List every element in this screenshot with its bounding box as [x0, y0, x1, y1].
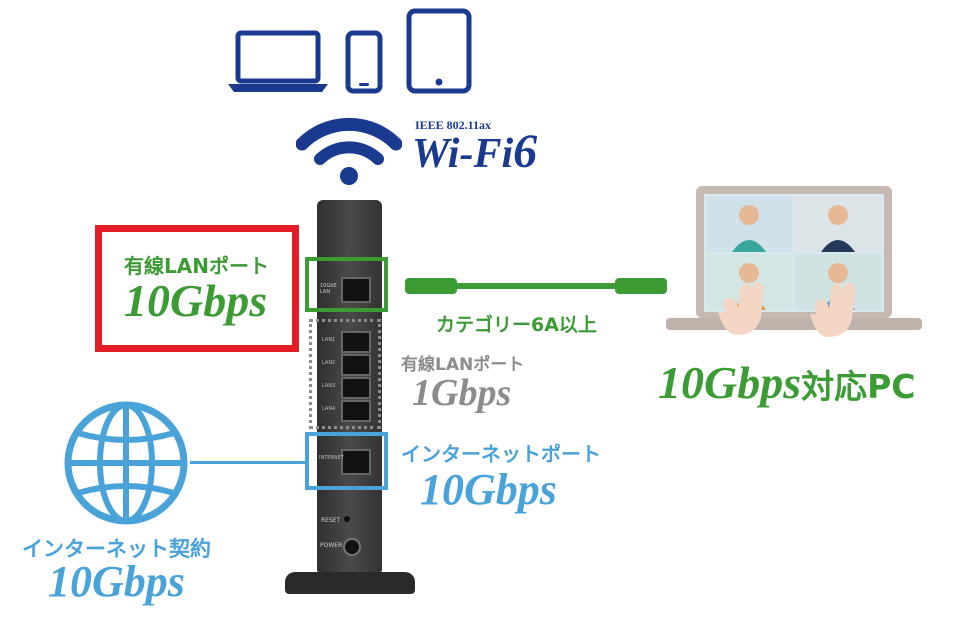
router-lan-port-4 — [341, 400, 371, 422]
router-lan-port-2 — [341, 354, 371, 376]
highlight-frame-1g-lan — [309, 319, 381, 429]
lan-cable — [405, 278, 667, 294]
router-lan-port-3 — [341, 377, 371, 399]
highlight-frame-internet — [305, 432, 388, 490]
router-internet-port-text: INTERNET — [319, 455, 344, 461]
internet-line — [190, 461, 307, 464]
wired-lan-1g-title: 有線LANポート — [401, 355, 525, 375]
router-lan-label-4: LAN4 — [322, 406, 336, 412]
router-lan-label-3: LAN3 — [322, 383, 336, 389]
wired-lan-1g-speed: 1Gbps — [412, 372, 512, 414]
router-stand — [285, 572, 415, 594]
router-lan-label-1: LAN1 — [322, 337, 336, 343]
wired-lan-10g-speed: 10Gbps — [124, 275, 268, 326]
globe-icon — [64, 401, 188, 525]
wifi-generation-text: 6 — [513, 125, 538, 178]
router-lan-label-2: LAN2 — [322, 360, 336, 366]
router-reset-button — [344, 516, 350, 522]
laptop-icon — [228, 30, 328, 92]
contract-speed: 10Gbps — [48, 557, 185, 606]
contract-title: インターネット契約 — [22, 537, 211, 561]
wifi-brand-text: Wi-Fi — [412, 131, 514, 177]
router-lan-port-1 — [341, 331, 371, 353]
router-10g-lan-port — [341, 277, 371, 303]
highlight-frame-10g-lan — [305, 257, 388, 312]
cable-label: カテゴリー6A以上 — [436, 314, 597, 336]
wired-lan-10g-title: 有線LANポート — [124, 254, 269, 278]
wifi-icon — [296, 117, 402, 185]
router-power-jack — [343, 538, 361, 556]
laptop-pc-illustration — [666, 186, 922, 337]
callout-box-10g-lan — [95, 225, 299, 352]
router-10g-port-text: 10GbE LAN — [320, 283, 337, 295]
tablet-icon — [406, 8, 472, 94]
internet-port-title: インターネットポート — [401, 442, 601, 466]
router-reset-text: RESET — [321, 517, 341, 524]
router-internet-port — [341, 449, 371, 475]
pc-speed: 10Gbps — [658, 357, 802, 408]
smartphone-icon — [345, 30, 383, 94]
pc-suffix: 対応PC — [801, 367, 916, 406]
wifi-standard-label: IEEE 802.11ax — [415, 118, 492, 132]
pc-label: 10Gbps対応PC — [658, 358, 916, 408]
router-power-text: POWER — [320, 542, 343, 549]
internet-port-speed: 10Gbps — [420, 465, 557, 514]
wifi-logo: Wi-Fi6 — [412, 128, 537, 177]
